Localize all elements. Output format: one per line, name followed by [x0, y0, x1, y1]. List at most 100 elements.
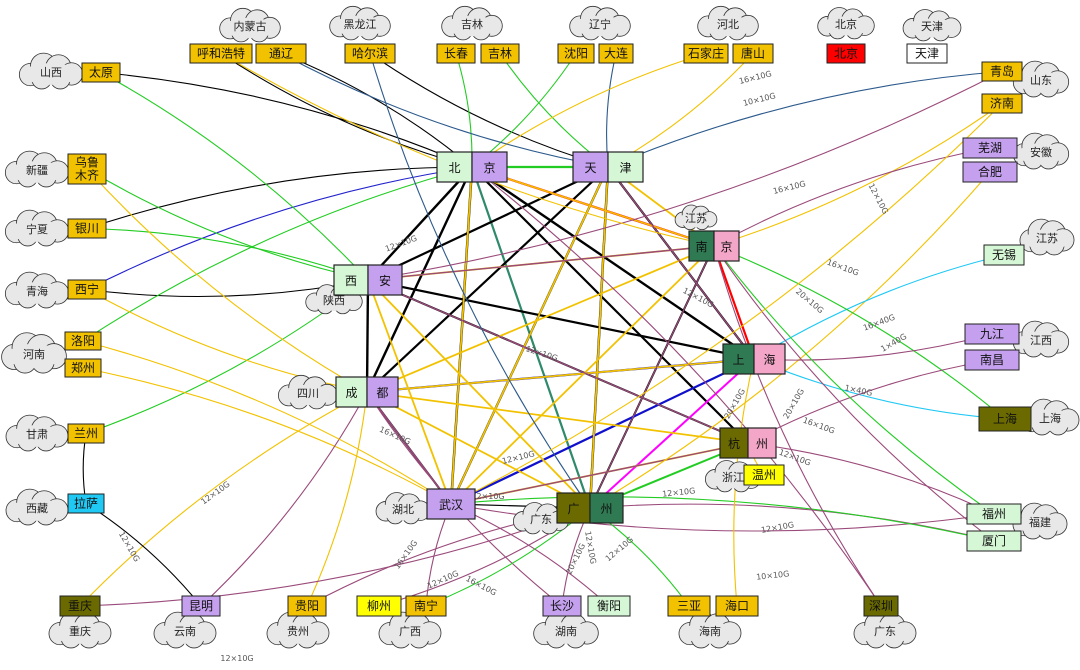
province-label: 福建	[1029, 515, 1051, 529]
city-node-box	[587, 595, 631, 617]
core-node-wh[interactable]: 武汉	[426, 488, 476, 520]
province-cloud-xinjiang: 新疆	[4, 150, 70, 188]
cloud-body	[223, 17, 277, 39]
link-xa-cd	[365, 279, 370, 393]
city-node-shijiazhuang[interactable]: 石家庄	[683, 43, 729, 64]
link-xa-wh	[367, 279, 452, 505]
city-node-box	[966, 530, 1022, 552]
city-node-wuxi[interactable]: 无锡	[983, 244, 1025, 266]
city-node-hengyang[interactable]: 衡阳	[587, 595, 631, 617]
cloud-body	[1025, 229, 1069, 251]
link-shanghai_e-nj	[713, 245, 1006, 420]
link-lanzhou-lasa	[82, 433, 87, 504]
city-node-label: 长沙	[550, 599, 574, 613]
city-node-box	[189, 43, 253, 64]
city-node-luoyang[interactable]: 洛阳	[64, 331, 102, 351]
province-cloud-heilongjiang: 黑龙江	[329, 5, 391, 41]
city-node-box	[964, 349, 1020, 371]
city-node-guiyang[interactable]: 贵阳	[287, 595, 327, 617]
core-node-right-box	[367, 264, 403, 296]
province-label: 浙江	[722, 471, 744, 484]
city-node-changchun[interactable]: 长春	[436, 43, 476, 64]
city-node-nanchang[interactable]: 南昌	[964, 349, 1020, 371]
cloud-body	[1018, 513, 1062, 535]
city-node-jinan[interactable]: 济南	[981, 93, 1023, 114]
province-cloud-liaoning: 辽宁	[569, 5, 631, 41]
core-node-sh[interactable]: 上海	[722, 343, 786, 375]
city-node-box	[962, 161, 1018, 183]
city-node-haerbin[interactable]: 哈尔滨	[344, 43, 396, 64]
city-node-label: 吉林	[488, 47, 512, 61]
city-node-box	[405, 595, 447, 617]
link-wh-sh	[450, 358, 755, 505]
cloud-body	[158, 622, 212, 644]
city-node-jiujiang[interactable]: 九江	[964, 323, 1020, 345]
city-node-changsha[interactable]: 长沙	[542, 595, 582, 617]
core-node-left-box	[722, 343, 755, 375]
city-node-wenzhou[interactable]: 温州	[743, 464, 785, 486]
province-cloud-yunnan: 云南	[153, 611, 217, 649]
city-node-liuzhou[interactable]: 柳州	[356, 595, 402, 617]
core-node-nj[interactable]: 南京	[688, 230, 740, 262]
core-node-label-left: 广	[567, 502, 579, 516]
core-node-label-right: 州	[756, 437, 768, 451]
city-node-lasa[interactable]: 拉萨	[67, 493, 105, 514]
city-node-box	[67, 279, 107, 300]
city-node-beijing_b[interactable]: 北京	[826, 43, 866, 64]
city-node-lanzhou[interactable]: 兰州	[67, 423, 105, 444]
city-node-taiyuan[interactable]: 太原	[81, 62, 121, 83]
core-node-right-box	[471, 151, 508, 183]
link-cd-nj	[366, 245, 715, 393]
city-node-label: 深圳	[869, 599, 893, 613]
city-node-label: 无锡	[992, 247, 1016, 262]
city-node-tianjin_b[interactable]: 天津	[906, 43, 948, 64]
city-node-xiamen[interactable]: 厦门	[966, 530, 1022, 552]
city-node-hefei[interactable]: 合肥	[962, 161, 1018, 183]
core-node-bj[interactable]: 北京	[436, 151, 508, 183]
city-node-shanghai_e[interactable]: 上海	[978, 406, 1032, 432]
link-wh-hz	[450, 442, 749, 505]
city-node-dalian[interactable]: 大连	[598, 43, 634, 64]
city-node-layer: 呼和浩特通辽哈尔滨长春吉林沈阳大连石家庄唐山北京天津太原青岛济南乌鲁木齐银川西宁…	[59, 43, 1032, 617]
province-cloud-sichuan: 四川	[277, 374, 339, 410]
city-node-box	[344, 43, 396, 64]
core-node-xa[interactable]: 西安	[333, 264, 403, 296]
city-node-fuzhou[interactable]: 福州	[966, 503, 1022, 525]
core-node-hz[interactable]: 杭州	[719, 427, 777, 459]
core-node-gz[interactable]: 广州	[556, 492, 624, 524]
link-capacity-label: 16×10G	[826, 258, 860, 278]
city-node-haikou[interactable]: 海口	[715, 595, 759, 617]
city-node-shenyang[interactable]: 沈阳	[557, 43, 595, 64]
city-node-chongqing[interactable]: 重庆	[59, 595, 101, 617]
city-node-shenzhen[interactable]: 深圳	[863, 595, 899, 617]
city-node-yinchuan[interactable]: 银川	[67, 218, 107, 239]
core-node-tj[interactable]: 天津	[572, 151, 644, 183]
city-node-xining[interactable]: 西宁	[67, 279, 107, 300]
province-label: 甘肃	[26, 428, 48, 441]
link-capacity-label: 12×10G	[199, 480, 231, 507]
city-node-qingdao[interactable]: 青岛	[981, 61, 1023, 82]
city-node-sanya[interactable]: 三亚	[667, 595, 711, 617]
province-label: 海南	[699, 624, 721, 638]
province-cloud-anhui: 安徽	[1012, 132, 1070, 170]
city-node-tongliao[interactable]: 通辽	[255, 43, 307, 64]
city-node-box	[667, 595, 711, 617]
city-node-label: 南昌	[980, 352, 1004, 367]
city-node-nanning[interactable]: 南宁	[405, 595, 447, 617]
city-node-zhengzhou[interactable]: 郑州	[64, 358, 102, 378]
city-node-label: 青岛	[990, 64, 1014, 79]
city-node-tangshan[interactable]: 唐山	[732, 43, 774, 64]
city-node-label: 济南	[990, 96, 1014, 111]
city-node-huhehaote[interactable]: 呼和浩特	[189, 43, 253, 64]
core-node-cd[interactable]: 成都	[335, 376, 399, 408]
city-node-wuhu[interactable]: 芜湖	[962, 137, 1018, 159]
core-node-label-right: 安	[379, 273, 391, 288]
city-node-kunming[interactable]: 昆明	[181, 595, 221, 617]
link-luoyang-wh	[82, 340, 452, 505]
cloud-body	[516, 511, 566, 531]
city-node-box	[181, 595, 221, 617]
link-capacity-label: 16×10G	[738, 69, 772, 86]
city-node-label: 昆明	[189, 599, 213, 613]
city-node-jilin_c[interactable]: 吉林	[480, 43, 520, 64]
